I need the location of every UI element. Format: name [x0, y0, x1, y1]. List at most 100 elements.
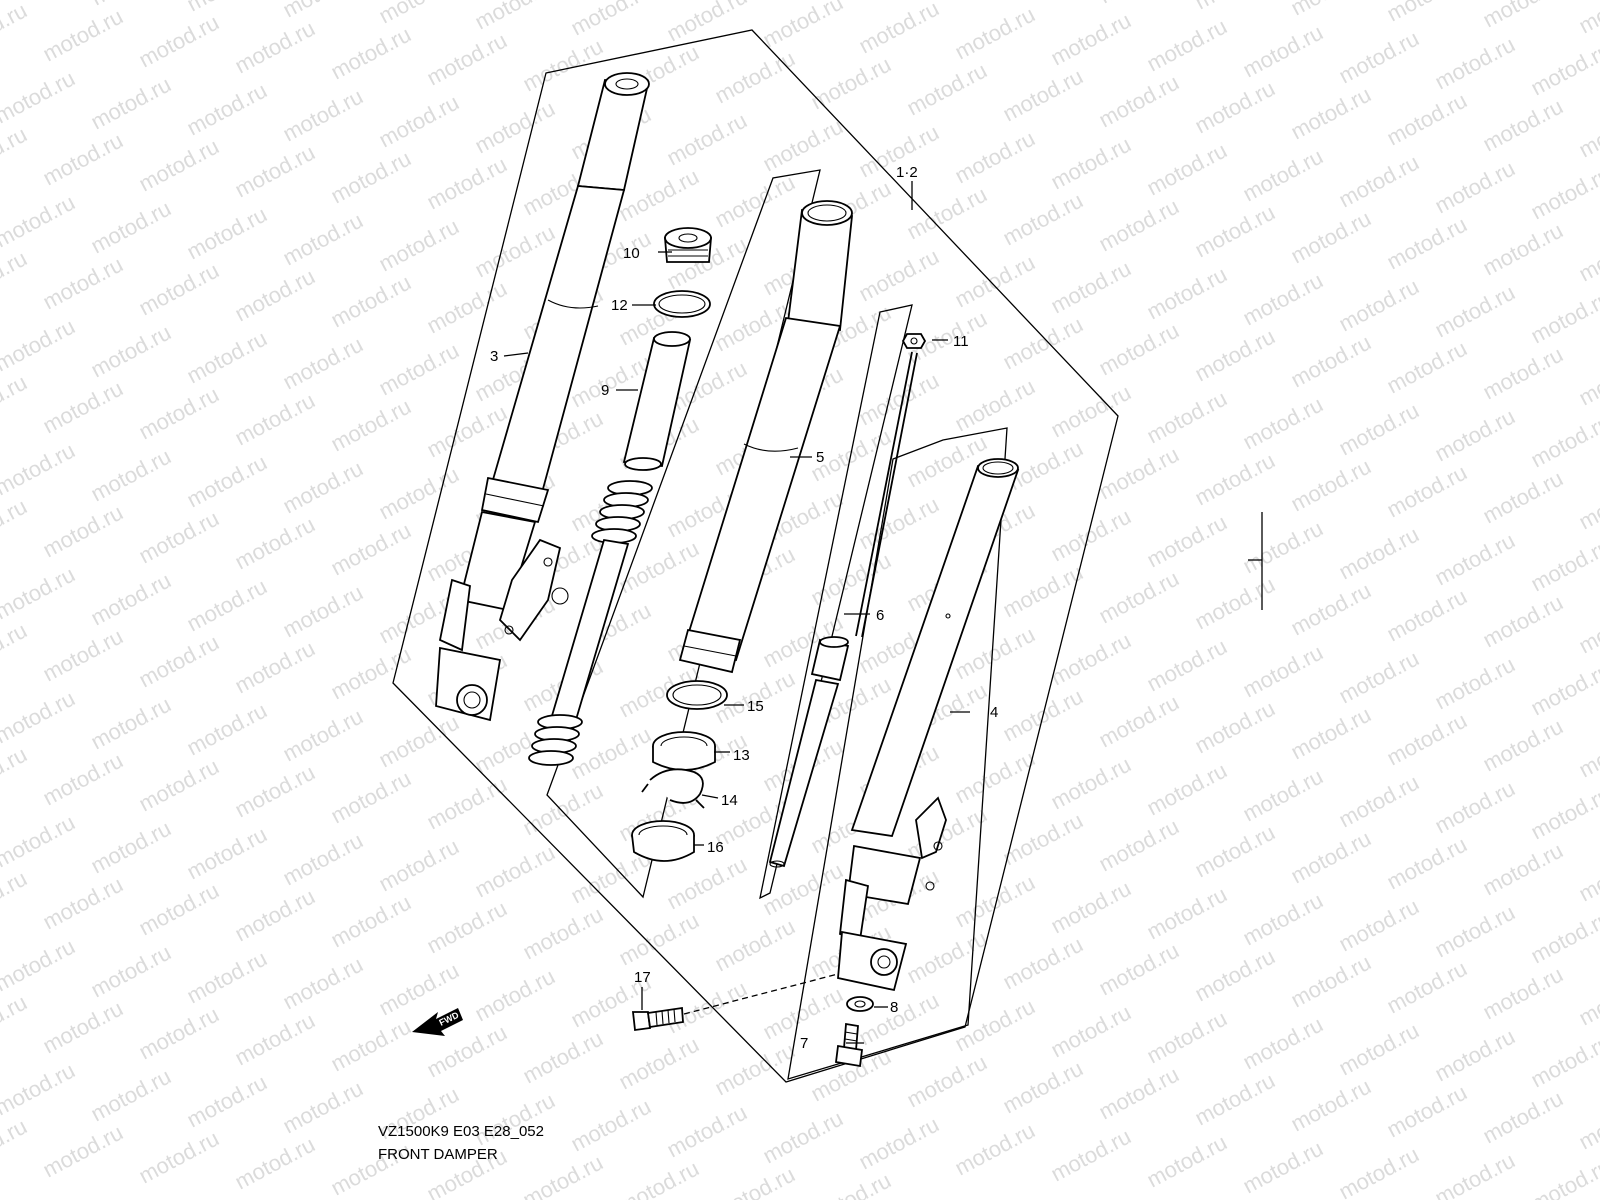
- watermark-text: motod.ru: [279, 828, 367, 891]
- watermark-text: motod.ru: [1191, 1068, 1279, 1131]
- watermark-text: motod.ru: [327, 394, 415, 457]
- watermark-text: motod.ru: [423, 896, 511, 959]
- watermark-text: motod.ru: [1287, 578, 1375, 641]
- watermark-text: motod.ru: [0, 122, 31, 185]
- callout-13: 13: [733, 747, 750, 764]
- watermark-text: motod.ru: [999, 312, 1087, 375]
- watermark-text: motod.ru: [1239, 1012, 1327, 1075]
- watermark-text: motod.ru: [1431, 32, 1519, 95]
- watermark-text: motod.ru: [711, 1162, 799, 1200]
- watermark-text: motod.ru: [135, 1126, 223, 1189]
- watermark-text: motod.ru: [327, 1014, 415, 1077]
- watermark-text: motod.ru: [87, 444, 175, 507]
- watermark-text: motod.ru: [615, 1156, 703, 1200]
- watermark-text: motod.ru: [1191, 324, 1279, 387]
- watermark-text: motod.ru: [1431, 156, 1519, 219]
- watermark-text: motod.ru: [375, 214, 463, 277]
- watermark-text: motod.ru: [1527, 782, 1600, 845]
- callout-12: 12: [611, 297, 628, 314]
- watermark-text: motod.ru: [183, 202, 271, 265]
- watermark-text: motod.ru: [231, 1132, 319, 1195]
- watermark-text: motod.ru: [231, 760, 319, 823]
- watermark-text: motod.ru: [135, 10, 223, 73]
- watermark-text: motod.ru: [1143, 510, 1231, 573]
- fork-spring: [528, 480, 653, 766]
- watermark-text: motod.ru: [663, 852, 751, 915]
- watermark-text: motod.ru: [567, 722, 655, 785]
- watermark-text: motod.ru: [999, 0, 1087, 2]
- watermark-text: motod.ru: [759, 114, 847, 177]
- watermark-text: motod.ru: [1239, 144, 1327, 207]
- watermark-text: motod.ru: [183, 574, 271, 637]
- watermark-text: motod.ru: [519, 1026, 607, 1089]
- watermark-text: motod.ru: [0, 246, 31, 309]
- watermark-text: motod.ru: [1527, 162, 1600, 225]
- watermark-text: motod.ru: [135, 630, 223, 693]
- watermark-text: motod.ru: [999, 1056, 1087, 1119]
- watermark-text: motod.ru: [1143, 386, 1231, 449]
- watermark-text: motod.ru: [999, 188, 1087, 251]
- watermark-text: motod.ru: [1527, 1030, 1600, 1093]
- watermark-text: motod.ru: [1575, 0, 1600, 38]
- watermark-text: motod.ru: [471, 1088, 559, 1151]
- watermark-text: motod.ru: [1287, 950, 1375, 1013]
- watermark-text: motod.ru: [423, 152, 511, 215]
- forward-direction-arrow: FWD: [412, 1008, 463, 1036]
- watermark-text: motod.ru: [1479, 0, 1567, 32]
- watermark-text: motod.ru: [1479, 218, 1567, 281]
- watermark-text: motod.ru: [519, 778, 607, 841]
- watermark-text: motod.ru: [327, 642, 415, 705]
- watermark-text: motod.ru: [951, 870, 1039, 933]
- watermark-text: motod.ru: [423, 400, 511, 463]
- watermark-text: motod.ru: [951, 1118, 1039, 1181]
- callout-9: 9: [601, 382, 609, 399]
- watermark-text: motod.ru: [1287, 330, 1375, 393]
- snap-ring-14: [641, 768, 705, 809]
- washer-8: [846, 996, 874, 1012]
- drain-bolt-7: [834, 1022, 864, 1068]
- diagram-title: FRONT DAMPER: [378, 1146, 498, 1163]
- watermark-text: motod.ru: [327, 22, 415, 85]
- watermark-text: motod.ru: [1479, 838, 1567, 901]
- watermark-text: motod.ru: [1527, 286, 1600, 349]
- watermark-text: motod.ru: [1383, 956, 1471, 1019]
- watermark-text: motod.ru: [1431, 900, 1519, 963]
- watermark-text: motod.ru: [711, 914, 799, 977]
- watermark-text: motod.ru: [375, 90, 463, 153]
- watermark-text: motod.ru: [1527, 906, 1600, 969]
- watermark-text: motod.ru: [1095, 70, 1183, 133]
- watermark-text: motod.ru: [0, 742, 31, 805]
- callout-15: 15: [747, 698, 764, 715]
- watermark-text: motod.ru: [1575, 596, 1600, 659]
- watermark-text: motod.ru: [1383, 0, 1471, 26]
- watermark-text: motod.ru: [423, 772, 511, 835]
- callout-6: 6: [876, 607, 884, 624]
- watermark-text: motod.ru: [327, 766, 415, 829]
- watermark-text: motod.ru: [1143, 1006, 1231, 1069]
- watermark-text: motod.ru: [327, 270, 415, 333]
- watermark-text: motod.ru: [279, 456, 367, 519]
- watermark-text: motod.ru: [1335, 150, 1423, 213]
- watermark-text: motod.ru: [1047, 628, 1135, 691]
- watermark-text: motod.ru: [1335, 1142, 1423, 1200]
- watermark-text: motod.ru: [0, 438, 79, 501]
- watermark-text: motod.ru: [1239, 1136, 1327, 1199]
- watermark-text: motod.ru: [471, 964, 559, 1027]
- watermark-text: motod.ru: [855, 1112, 943, 1175]
- washer-8-hole: [854, 1000, 866, 1008]
- watermark-text: motod.ru: [1143, 1130, 1231, 1193]
- watermark-text: motod.ru: [87, 1064, 175, 1127]
- watermark-text: motod.ru: [1143, 138, 1231, 201]
- watermark-text: motod.ru: [1287, 1074, 1375, 1137]
- damper-rod-group-outline: [759, 304, 913, 900]
- watermark-text: motod.ru: [327, 890, 415, 953]
- watermark-text: motod.ru: [999, 64, 1087, 127]
- callout-17: 17: [634, 969, 651, 986]
- cap-bolt-10: [664, 227, 712, 263]
- callout-14: 14: [721, 792, 738, 809]
- watermark-text: motod.ru: [0, 1058, 79, 1121]
- watermark-text: motod.ru: [1095, 938, 1183, 1001]
- watermark-text: motod.ru: [1047, 1124, 1135, 1187]
- watermark-text: motod.ru: [951, 2, 1039, 65]
- watermark-text: motod.ru: [951, 250, 1039, 313]
